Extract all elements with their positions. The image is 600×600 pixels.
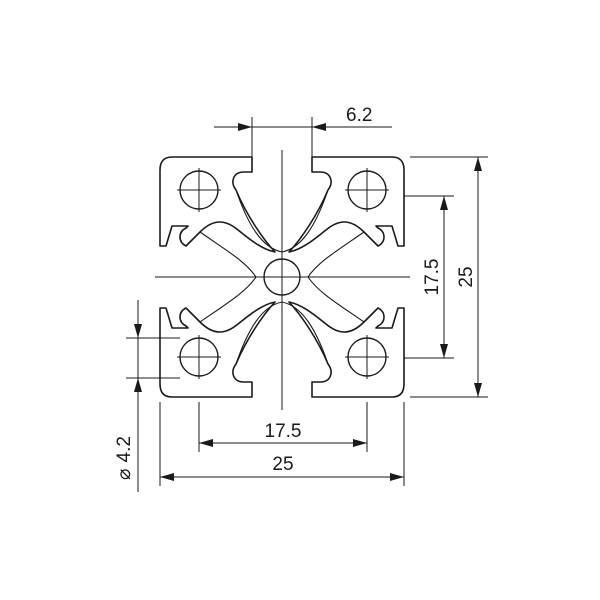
dimension-hole-spacing-vertical: 17.5 — [404, 195, 454, 359]
dimension-hole-spacing-horizontal: 17.5 — [198, 402, 368, 452]
arrow-head — [440, 344, 448, 358]
center-lines — [155, 150, 410, 410]
arrow-head — [238, 123, 252, 131]
overall-height-label: 25 — [456, 266, 477, 287]
arrow-head — [390, 473, 404, 481]
dimension-overall-width: 25 — [159, 402, 405, 486]
diameter-symbol: ⌀ — [114, 468, 135, 479]
slot-width-label: 6.2 — [346, 105, 372, 126]
arrow-head — [134, 378, 142, 392]
overall-width-label: 25 — [272, 454, 293, 475]
arrow-head — [199, 439, 213, 447]
profile-corner-top-left — [159, 156, 276, 253]
hole-diameter-label: ⌀ 4.2 — [114, 436, 135, 480]
profile-corner-bottom-right — [288, 301, 405, 398]
hole-spacing-vertical-label: 17.5 — [422, 259, 443, 296]
profile-corner-top-right — [288, 156, 405, 253]
arrow-head — [312, 123, 326, 131]
dimension-hole-diameter: ⌀ 4.2 — [114, 300, 180, 492]
arrow-head — [134, 324, 142, 338]
hole-spacing-horizontal-label: 17.5 — [265, 421, 302, 442]
dimension-overall-height: 25 — [410, 156, 488, 398]
profile-corner-bottom-left — [159, 301, 276, 398]
dimension-slot-width: 6.2 — [214, 105, 392, 157]
arrow-head — [160, 473, 174, 481]
arrow-head — [440, 196, 448, 210]
hole-diameter-value: 4.2 — [114, 436, 135, 462]
arrow-head — [353, 439, 367, 447]
arrow-head — [474, 157, 482, 171]
arrow-head — [474, 383, 482, 397]
